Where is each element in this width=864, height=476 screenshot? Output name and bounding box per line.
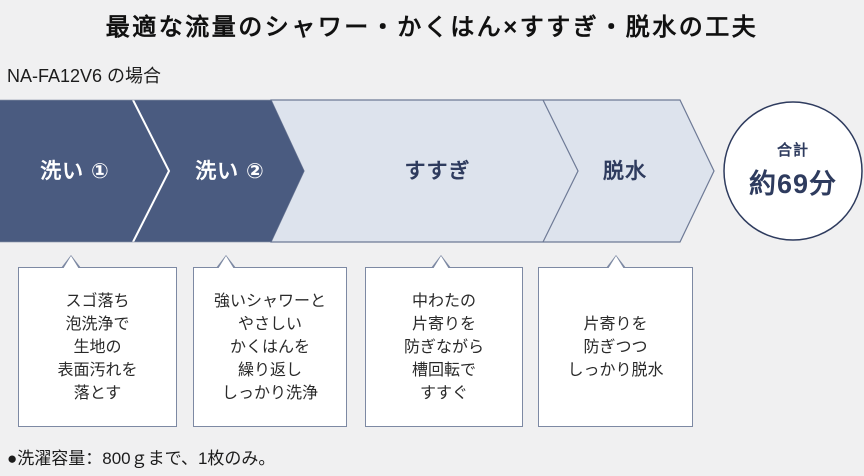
callout-pointer-spin (606, 255, 626, 269)
callout-spin: 片寄りを 防ぎつつ しっかり脱水 (538, 255, 693, 427)
callout-text-spin: 片寄りを 防ぎつつ しっかり脱水 (567, 315, 664, 379)
capacity-footnote: ●洗濯容量：800ｇまで、1枚のみ。 (7, 449, 276, 468)
step-label-wash1: 洗い ① (40, 160, 110, 183)
total-time-label: 合計 (776, 142, 809, 159)
rinse-spin-divider-line (542, 99, 579, 243)
model-subtitle: NA-FA12V6 の場合 (7, 66, 162, 86)
total-time: 合計 約69分 (724, 139, 862, 201)
callout-text-wash2: 強いシャワーと やさしい かくはんを 繰り返し しっかり洗浄 (213, 292, 326, 402)
wash-separator-line (132, 99, 171, 243)
step-label-spin: 脱水 (603, 160, 647, 183)
page-title: 最適な流量のシャワー・かくはん×すすぎ・脱水の工夫 (105, 14, 759, 41)
total-time-circle (723, 101, 863, 241)
callout-wash2: 強いシャワーと やさしい かくはんを 繰り返し しっかり洗浄 (193, 255, 347, 427)
wash1-chevron-shape (0, 100, 169, 242)
callout-wash1: スゴ落ち 泡洗浄で 生地の 表面汚れを 落とす (18, 255, 177, 427)
callout-text-wash1: スゴ落ち 泡洗浄で 生地の 表面汚れを 落とす (57, 292, 138, 402)
wash2-chevron-shape (133, 100, 304, 242)
process-flow-band (0, 99, 863, 243)
total-time-value: 約69分 (748, 169, 838, 199)
callout-rinse: 中わたの 片寄りを 防ぎながら 槽回転で すすぐ (365, 255, 523, 427)
callout-pointer-rinse (431, 255, 451, 269)
callout-pointer-wash2 (216, 255, 236, 269)
step-label-rinse: すすぎ (404, 160, 471, 183)
callout-pointer-wash1 (61, 255, 81, 269)
step-label-wash2: 洗い ② (195, 160, 265, 183)
callout-text-rinse: 中わたの 片寄りを 防ぎながら 槽回転で すすぐ (403, 292, 484, 402)
